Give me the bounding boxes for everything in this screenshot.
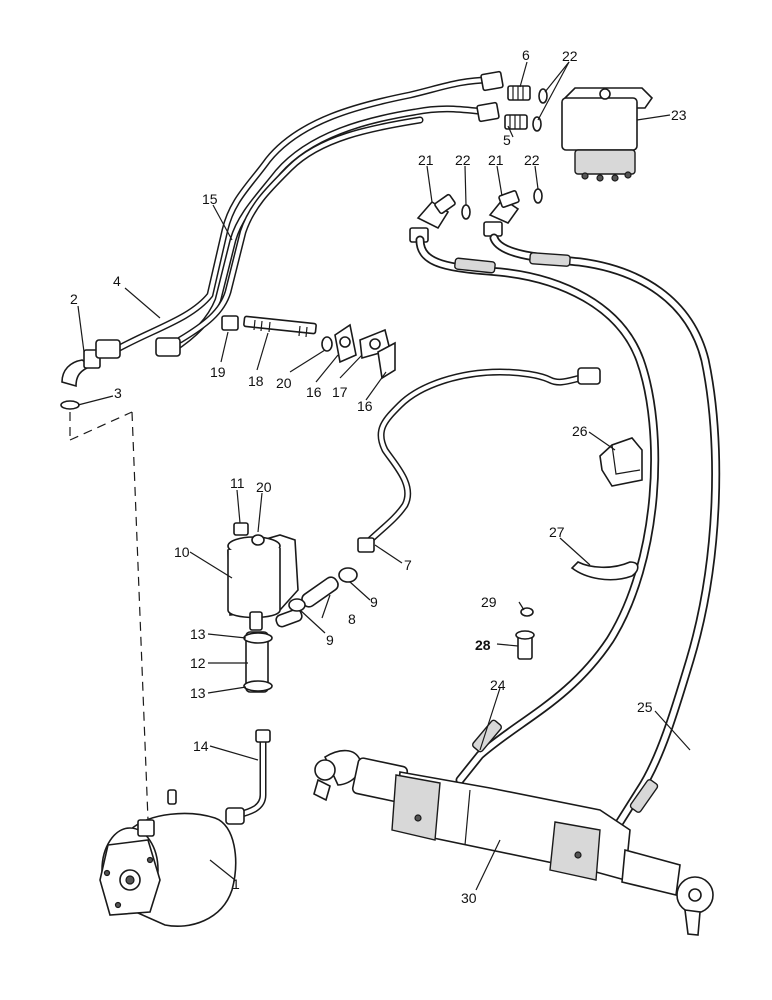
dashed-assembly-line <box>69 411 149 821</box>
hose-crimp-bands <box>454 252 659 813</box>
steering-control-unit-23 <box>561 87 654 182</box>
leader-lines <box>77 61 691 891</box>
callout-2: 2 <box>70 291 78 307</box>
hose-clamp-27 <box>570 561 639 581</box>
callout-5: 5 <box>503 132 511 148</box>
callout-13-lower: 13 <box>190 685 206 701</box>
callout-26: 26 <box>572 423 588 439</box>
callout-29: 29 <box>481 594 497 610</box>
elbow-fitting-2 <box>61 349 101 388</box>
callout-9-right: 9 <box>370 594 378 610</box>
flexible-hose-24 <box>415 235 660 785</box>
callout-28: 28 <box>475 637 491 653</box>
pipe-14 <box>225 729 271 825</box>
hose-clip-13 <box>243 632 273 692</box>
washer-20-lower <box>251 534 265 546</box>
callout-4: 4 <box>113 273 121 289</box>
callout-22-top: 22 <box>562 48 578 64</box>
callout-11: 11 <box>230 475 245 491</box>
callout-20-upper: 20 <box>276 375 292 391</box>
callout-14: 14 <box>193 738 209 754</box>
callout-8: 8 <box>348 611 356 627</box>
callout-18: 18 <box>248 373 264 389</box>
elbow-fitting-21-right <box>483 190 520 237</box>
o-ring-22-upper <box>532 88 548 132</box>
callout-30: 30 <box>461 890 477 906</box>
callout-17: 17 <box>332 384 348 400</box>
adaptor-6 <box>507 85 531 101</box>
callout-23: 23 <box>671 107 687 123</box>
washer-20-upper <box>321 336 333 352</box>
callout-22-mid-right: 22 <box>524 152 540 168</box>
callout-7: 7 <box>404 557 412 573</box>
clamp-halves-16-17 <box>334 323 396 380</box>
callout-15: 15 <box>202 191 218 207</box>
bolt-28 <box>515 630 535 660</box>
callout-10: 10 <box>174 544 190 560</box>
callout-6: 6 <box>522 47 530 63</box>
callout-1: 1 <box>232 876 240 892</box>
steering-pipe-pair-15 <box>108 76 494 356</box>
callout-3: 3 <box>114 385 122 401</box>
bracket-26 <box>599 437 643 487</box>
callout-16-left: 16 <box>306 384 322 400</box>
hose-12 <box>245 631 269 693</box>
elbow-fitting-21-left <box>409 193 456 243</box>
callout-21-right: 21 <box>488 152 504 168</box>
filter-10 <box>227 534 299 631</box>
callout-13-upper: 13 <box>190 626 206 642</box>
callout-20-lower: 20 <box>256 479 272 495</box>
callout-labels: 1 2 3 4 5 6 7 8 9 9 10 11 12 13 13 14 15… <box>70 47 687 906</box>
callout-25: 25 <box>637 699 653 715</box>
o-ring-3 <box>60 400 80 410</box>
callout-21-left: 21 <box>418 152 434 168</box>
pipe-nut-4 <box>95 337 181 359</box>
nut-11 <box>233 522 249 536</box>
adaptor-5 <box>504 114 528 130</box>
nut-19 <box>221 315 239 331</box>
callout-16-right: 16 <box>357 398 373 414</box>
callout-24: 24 <box>490 677 506 693</box>
callout-19: 19 <box>210 364 226 380</box>
hydraulic-pump-1 <box>99 789 237 927</box>
callout-27: 27 <box>549 524 565 540</box>
stud-18 <box>243 315 317 338</box>
flexible-hose-25 <box>489 233 721 830</box>
steering-cylinder-30 <box>313 749 714 936</box>
hose-clip-9 <box>288 567 358 612</box>
pipe-end-nut-upper <box>476 70 504 123</box>
o-ring-22-mid <box>461 188 543 220</box>
return-pipe-7 <box>357 367 601 553</box>
callout-22-mid-left: 22 <box>455 152 471 168</box>
callout-12: 12 <box>190 655 206 671</box>
callout-9-left: 9 <box>326 632 334 648</box>
